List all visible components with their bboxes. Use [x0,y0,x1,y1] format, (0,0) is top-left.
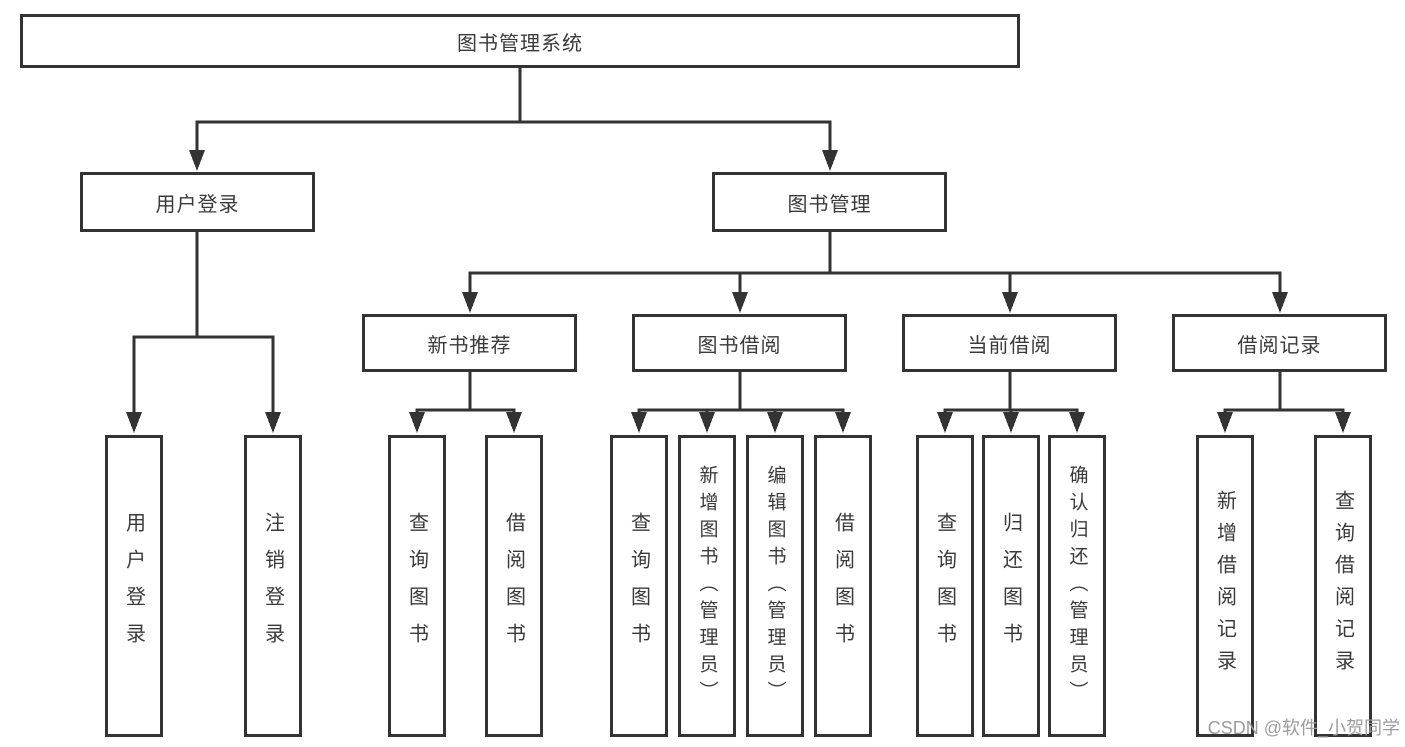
arrowhead-icon [506,412,522,433]
node-label: 注销登录 [261,512,284,660]
arrowhead-icon [1217,412,1233,433]
arrowhead-icon [126,412,142,433]
node-label: 图书管理系统 [457,32,583,55]
node-label: 借阅图书 [831,512,854,660]
csdn-watermark: CSDN @软件_小贺同学 [1207,718,1400,738]
node-new-books: 新书推荐 [362,314,577,372]
arrowhead-icon [462,292,478,313]
arrowhead-icon [937,412,953,433]
edges-current-borrow [937,372,1085,433]
node-label: 用户登录 [155,193,240,216]
leaf-borrow-borrow-books: 借阅图书 [814,435,872,737]
node-label: 查询借阅记录 [1331,490,1354,682]
edges-root [189,68,838,171]
leaf-borrow-query-books: 查询图书 [610,435,668,737]
node-label: 查询图书 [627,512,650,660]
node-label: 归还图书 [999,512,1022,660]
node-label: 当前借阅 [967,334,1052,357]
node-label: 图书借阅 [697,334,782,357]
leaf-borrow-edit-books-admin: 编辑图书（管理员） [746,435,804,737]
leaf-newbooks-borrow-books: 借阅图书 [485,435,543,737]
arrowhead-icon [1069,412,1085,433]
arrowhead-icon [631,412,647,433]
node-label: 编辑图书（管理员） [764,464,786,708]
arrowhead-icon [409,412,425,433]
arrowhead-icon [767,412,783,433]
arrowhead-icon [822,150,838,171]
node-label: 新书推荐 [427,334,512,357]
node-book-borrow: 图书借阅 [632,314,847,372]
arrowhead-icon [265,412,281,433]
node-label: 查询图书 [405,512,428,660]
edges-book-borrow [631,372,851,433]
edges-borrow-records [1217,372,1351,433]
node-book-mgmt: 图书管理 [712,172,947,232]
node-current-borrow: 当前借阅 [902,314,1117,372]
arrowhead-icon [1335,412,1351,433]
leaf-current-query-books: 查询图书 [916,435,974,737]
edges-user-login [126,232,281,433]
node-label: 确认归还（管理员） [1066,464,1088,708]
edges-book-mgmt [462,232,1288,313]
arrowhead-icon [1003,412,1019,433]
arrowhead-icon [189,150,205,171]
node-label: 查询图书 [933,512,956,660]
node-borrow-records: 借阅记录 [1172,314,1387,372]
leaf-records-query-record: 查询借阅记录 [1314,435,1372,737]
node-label: 图书管理 [787,193,872,216]
node-label: 借阅图书 [502,512,525,660]
node-root: 图书管理系统 [20,14,1020,68]
arrowhead-icon [1272,292,1288,313]
node-label: 用户登录 [122,512,145,660]
edges-new-books [409,372,522,433]
arrowhead-icon [699,412,715,433]
arrowhead-icon [1002,292,1018,313]
node-label: 新增图书（管理员） [696,464,718,708]
arrowhead-icon [732,292,748,313]
arrowhead-icon [835,412,851,433]
leaf-borrow-add-books-admin: 新增图书（管理员） [678,435,736,737]
leaf-newbooks-query-books: 查询图书 [388,435,446,737]
leaf-records-add-record: 新增借阅记录 [1196,435,1254,737]
leaf-logout: 注销登录 [244,435,302,737]
leaf-user-login: 用户登录 [105,435,163,737]
leaf-current-return-books: 归还图书 [982,435,1040,737]
node-label: 借阅记录 [1237,334,1322,357]
leaf-current-confirm-return-admin: 确认归还（管理员） [1048,435,1106,737]
node-label: 新增借阅记录 [1213,490,1236,682]
node-user-login: 用户登录 [80,172,315,232]
